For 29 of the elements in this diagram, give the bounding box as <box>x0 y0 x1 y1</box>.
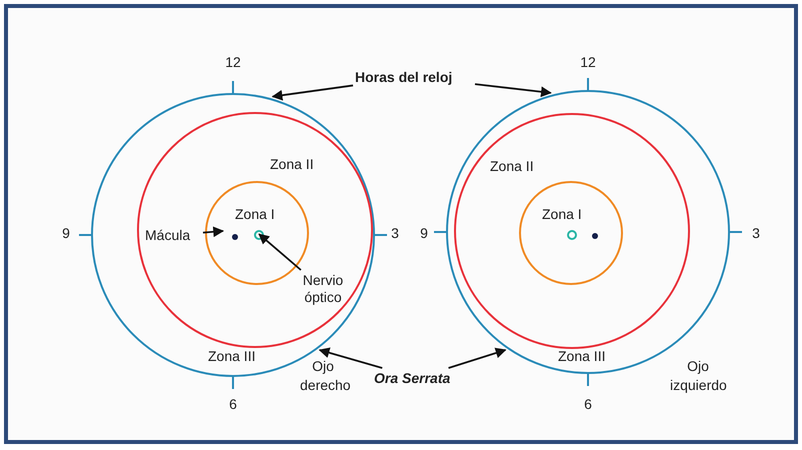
callout-label: Ora Serrata <box>374 370 460 386</box>
inner-zone-circle <box>519 181 623 285</box>
clock-hour-number: 9 <box>62 225 70 241</box>
zone-label: Zona I <box>235 206 275 222</box>
clock-hour-number: 3 <box>752 225 760 241</box>
clock-hour-number: 9 <box>420 225 428 241</box>
zone-label: Zona I <box>542 206 582 222</box>
clock-hour-number: 3 <box>391 225 399 241</box>
arrow <box>318 348 382 369</box>
zone-label: Zona II <box>490 158 534 174</box>
arrow <box>202 226 224 238</box>
clock-hour-number: 6 <box>229 396 237 412</box>
arrow <box>474 83 552 98</box>
zone-label: Zona II <box>270 156 314 172</box>
zone-label: Zona III <box>208 348 256 364</box>
clock-hour-number: 6 <box>584 396 592 412</box>
middle-zone-circle <box>454 113 690 349</box>
zone-label: Zona III <box>558 348 606 364</box>
outer-zone-circle <box>91 93 375 377</box>
arrow <box>448 348 506 369</box>
callout-label: Nervio óptico <box>294 272 352 306</box>
clock-hour-number: 12 <box>580 54 596 70</box>
eye-caption: Ojo izquierdo <box>670 357 726 395</box>
middle-zone-circle <box>137 112 373 348</box>
callout-label: Mácula <box>145 227 201 243</box>
clock-hour-number: 12 <box>225 54 241 70</box>
callout-label: Horas del reloj <box>355 69 473 85</box>
outer-zone-circle <box>446 90 730 374</box>
arrow <box>272 84 354 101</box>
